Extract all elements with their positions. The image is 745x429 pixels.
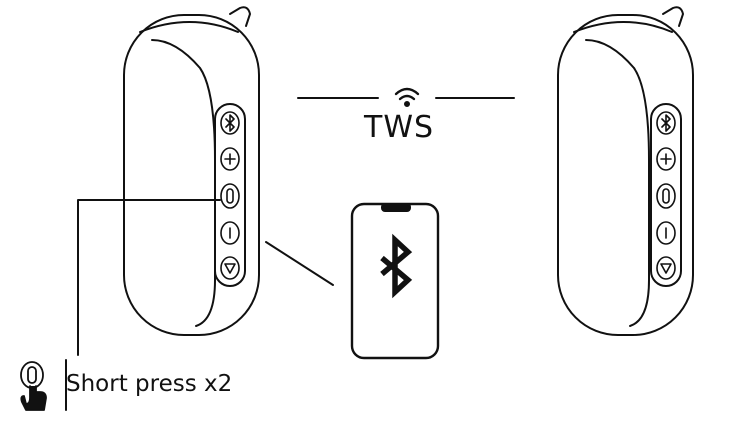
left-speaker xyxy=(123,6,260,336)
bluetooth-button-icon[interactable] xyxy=(656,111,676,135)
phone xyxy=(350,202,440,360)
power-button-icon[interactable] xyxy=(656,183,676,209)
left-speaker-body xyxy=(123,14,260,336)
right-speaker-strap xyxy=(662,6,684,27)
left-button-strip xyxy=(214,103,246,287)
right-button-strip xyxy=(650,103,682,287)
callout-line xyxy=(77,199,221,356)
play-button-icon[interactable] xyxy=(656,256,676,280)
right-speaker-panel-edge xyxy=(585,39,650,327)
phone-notch xyxy=(381,203,411,212)
play-button-icon[interactable] xyxy=(220,256,240,280)
instruction-text: Short press x2 xyxy=(66,371,233,397)
button-press-icon xyxy=(20,361,47,411)
right-speaker xyxy=(557,6,694,336)
minus-button-icon[interactable] xyxy=(656,221,676,245)
left-speaker-panel-edge xyxy=(151,39,216,327)
tws-link xyxy=(297,87,515,107)
bluetooth-link-line xyxy=(265,241,334,286)
minus-button-icon[interactable] xyxy=(220,221,240,245)
bluetooth-icon xyxy=(380,233,413,299)
plus-button-icon[interactable] xyxy=(656,147,676,171)
right-speaker-body xyxy=(557,14,694,336)
wifi-icon xyxy=(394,87,420,107)
bluetooth-button-icon[interactable] xyxy=(220,111,240,135)
tws-label: TWS xyxy=(364,110,435,145)
plus-button-icon[interactable] xyxy=(220,147,240,171)
left-speaker-strap xyxy=(229,6,251,27)
power-button-icon[interactable] xyxy=(220,183,240,209)
